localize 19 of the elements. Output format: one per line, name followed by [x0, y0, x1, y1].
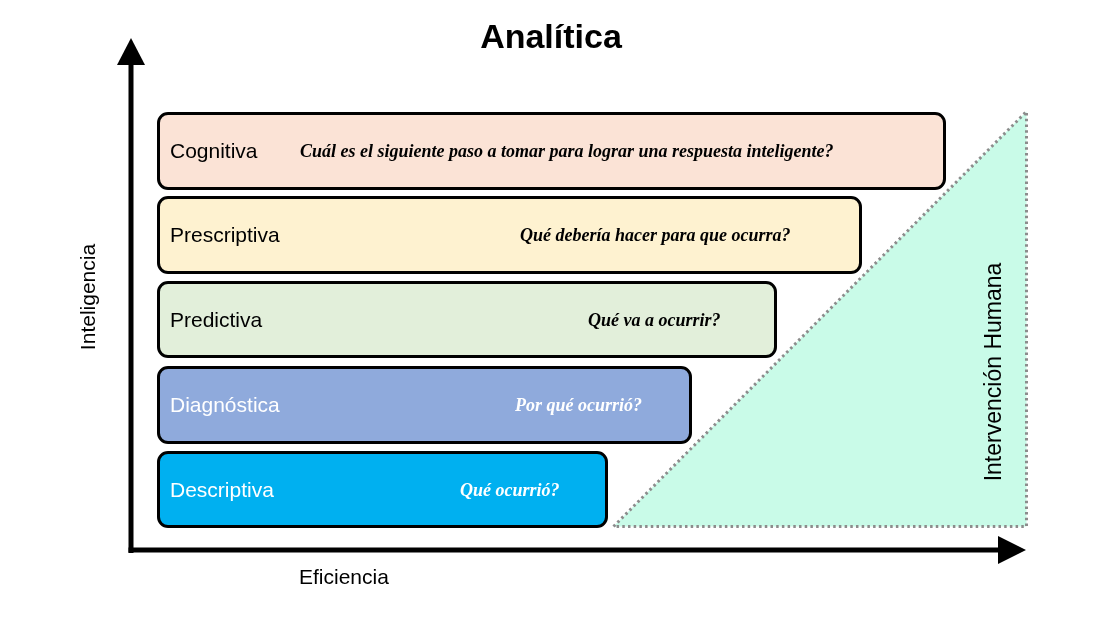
level-question: Por qué ocurrió? — [515, 394, 642, 416]
diagram-title: Analítica — [480, 16, 622, 56]
analytics-level-bar — [157, 196, 862, 274]
level-question: Cuál es el siguiente paso a tomar para lograr una respuesta inteligente? — [300, 140, 834, 162]
x-axis-label: Eficiencia — [299, 564, 389, 590]
level-question: Qué debería hacer para que ocurra? — [520, 224, 791, 246]
analytics-level-bar — [157, 281, 777, 358]
analytics-level-bar — [157, 451, 608, 528]
level-name: Prescriptiva — [170, 222, 280, 248]
vertical-label: Intervención Humana — [979, 262, 1007, 482]
level-name: Diagnóstica — [170, 392, 280, 418]
level-question: Qué ocurrió? — [460, 478, 560, 501]
level-name: Predictiva — [170, 306, 263, 333]
level-name: Cognitiva — [170, 138, 258, 164]
level-question: Qué va a ocurrir? — [588, 308, 721, 331]
level-name: Descriptiva — [170, 476, 274, 503]
y-axis-label: Inteligencia — [75, 243, 100, 351]
analytics-level-bar — [157, 366, 692, 444]
analytics-level-bar — [157, 112, 946, 190]
